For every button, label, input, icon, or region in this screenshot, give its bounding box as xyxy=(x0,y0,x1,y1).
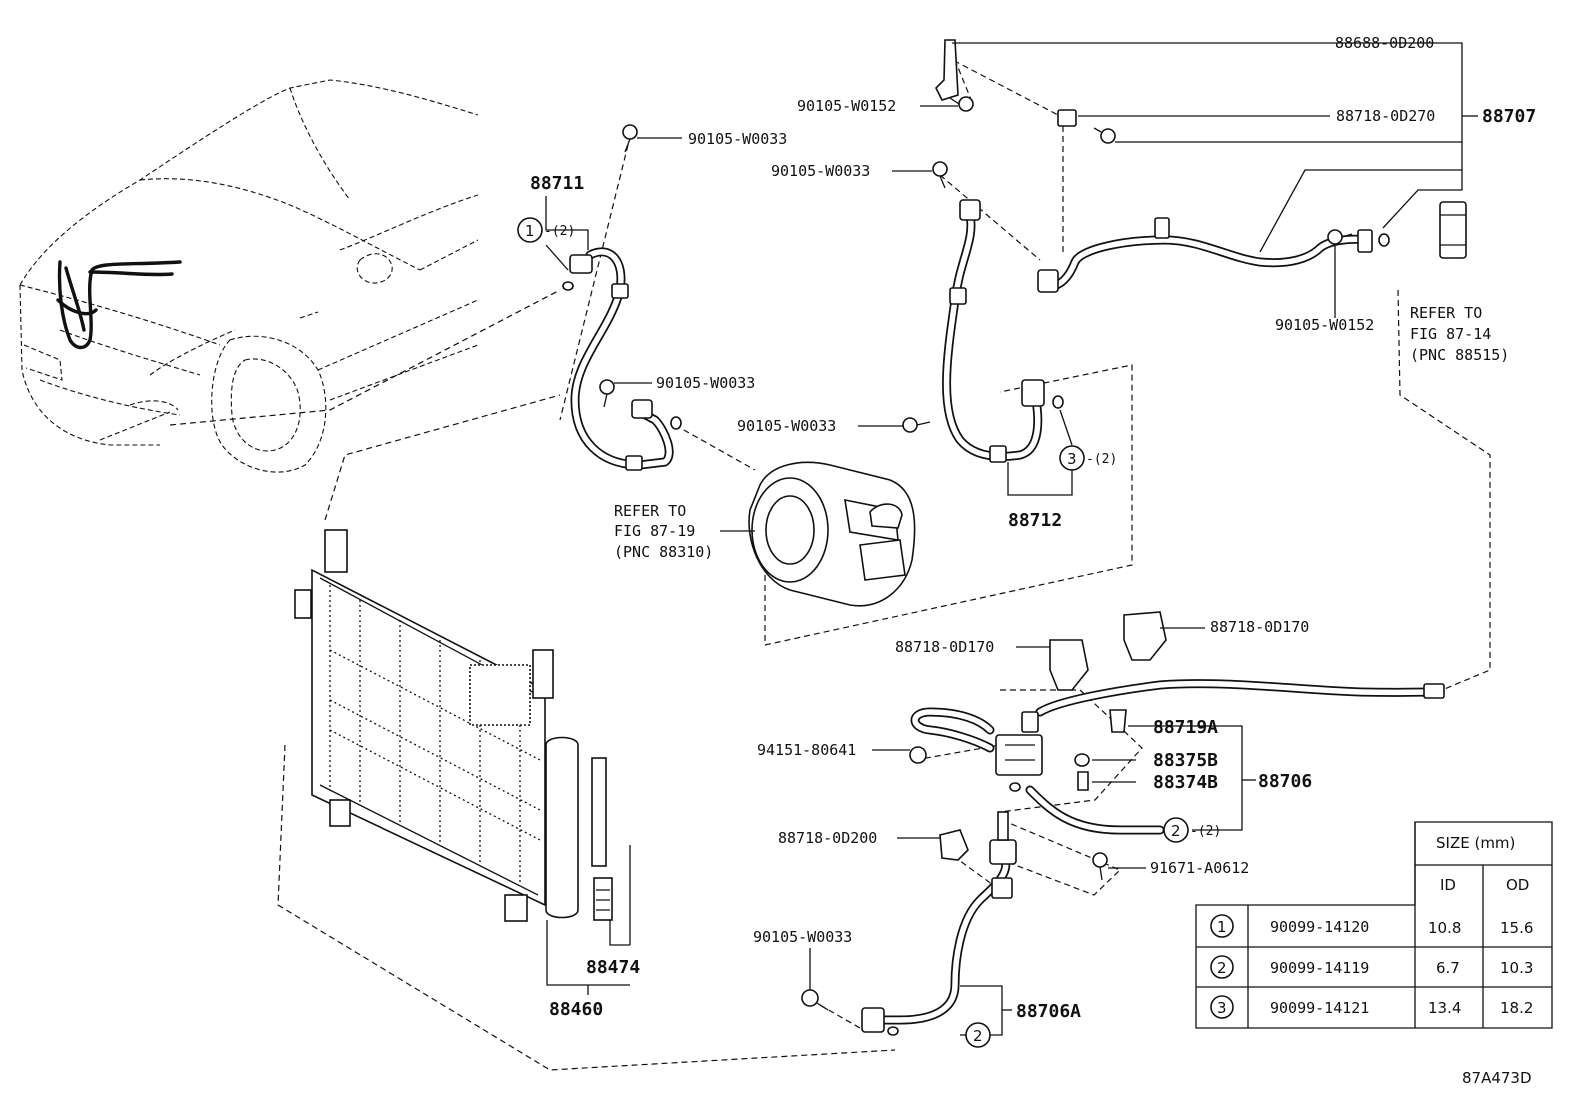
reference-notes: REFER TO FIG 87-19 (PNC 88310) REFER TO … xyxy=(614,304,1509,561)
label-91671-a0612: 91671-A0612 xyxy=(1150,859,1249,877)
size-row-3-id: 13.4 xyxy=(1428,999,1461,1017)
callout-2-a-qty: -(2) xyxy=(1190,824,1221,839)
size-row-3-part: 90099-14121 xyxy=(1270,999,1369,1017)
label-88706: 88706 xyxy=(1258,771,1312,792)
size-table-col-od: OD xyxy=(1506,876,1529,894)
label-88688-0d200: 88688-0D200 xyxy=(1335,34,1434,52)
callout-3-qty: -(2) xyxy=(1086,452,1117,467)
label-88711: 88711 xyxy=(530,173,584,194)
valve-ref-line-1: REFER TO xyxy=(1410,304,1482,322)
condenser-assembly xyxy=(294,529,631,995)
pipe-88712 xyxy=(942,199,1064,463)
callout-3: 3 xyxy=(1067,450,1077,468)
label-88460: 88460 xyxy=(549,999,603,1020)
callout-1: 1 xyxy=(525,222,535,240)
size-row-2-id: 6.7 xyxy=(1436,959,1460,977)
label-88719a: 88719A xyxy=(1153,717,1218,738)
o-ring-size-table: SIZE (mm) ID OD 1 90099-14120 10.8 15.6 … xyxy=(1195,821,1553,1029)
label-88718-0d270: 88718-0D270 xyxy=(1336,107,1435,125)
compressor xyxy=(748,461,916,607)
size-table-header: SIZE (mm) xyxy=(1436,834,1515,852)
label-88474: 88474 xyxy=(586,957,640,978)
valve-ref-line-3: (PNC 88515) xyxy=(1410,346,1509,364)
part-labels: 88688-0D200 88718-0D270 88707 90105-W015… xyxy=(530,34,1536,1087)
bolt-fasteners xyxy=(599,96,1353,1011)
label-90105-w0033-e: 90105-W0033 xyxy=(753,928,852,946)
callout-1-qty: -(2) xyxy=(544,224,575,239)
callout-2-b: 2 xyxy=(973,1027,983,1045)
size-row-1-ref: 1 xyxy=(1217,918,1227,936)
label-90105-w0152-top: 90105-W0152 xyxy=(797,97,896,115)
label-88374b: 88374B xyxy=(1153,772,1218,793)
compressor-ref-line-1: REFER TO xyxy=(614,502,686,520)
pipe-88711 xyxy=(562,247,682,471)
size-row-1-od: 15.6 xyxy=(1500,919,1533,937)
vehicle-illustration xyxy=(19,79,479,473)
size-row-1-part: 90099-14120 xyxy=(1270,918,1369,936)
compressor-ref-line-3: (PNC 88310) xyxy=(614,543,713,561)
callout-2-a: 2 xyxy=(1171,822,1181,840)
label-88707: 88707 xyxy=(1482,106,1536,127)
label-88706a: 88706A xyxy=(1016,1001,1081,1022)
label-90105-w0152-right: 90105-W0152 xyxy=(1275,316,1374,334)
pipe-88707 xyxy=(935,39,1467,293)
pipe-88706a xyxy=(861,811,1017,1036)
label-88712: 88712 xyxy=(1008,510,1062,531)
figure-code: 87A473D xyxy=(1462,1069,1532,1087)
label-88718-0d200: 88718-0D200 xyxy=(778,829,877,847)
label-88375b: 88375B xyxy=(1153,750,1218,771)
size-row-2-od: 10.3 xyxy=(1500,959,1533,977)
size-row-2-part: 90099-14119 xyxy=(1270,959,1369,977)
label-94151-80641: 94151-80641 xyxy=(757,741,856,759)
label-90105-w0033-d: 90105-W0033 xyxy=(737,417,836,435)
o-ring-callouts: 1 -(2) 3 -(2) 2 -(2) 2 xyxy=(517,217,1221,1048)
label-90105-w0033-a: 90105-W0033 xyxy=(688,130,787,148)
label-88718-0d170-b: 88718-0D170 xyxy=(1210,618,1309,636)
valve-ref-line-2: FIG 87-14 xyxy=(1410,325,1491,343)
pipe-88706 xyxy=(910,611,1445,835)
size-row-3-ref: 3 xyxy=(1217,999,1227,1017)
size-row-3-od: 18.2 xyxy=(1500,999,1533,1017)
label-88718-0d170-a: 88718-0D170 xyxy=(895,638,994,656)
assembly-boundaries xyxy=(169,55,1491,1071)
size-row-2-ref: 2 xyxy=(1217,959,1227,977)
compressor-ref-line-2: FIG 87-19 xyxy=(614,522,695,540)
leader-lines xyxy=(545,42,1478,1036)
size-table-col-id: ID xyxy=(1440,876,1456,894)
label-90105-w0033-c: 90105-W0033 xyxy=(656,374,755,392)
label-90105-w0033-b: 90105-W0033 xyxy=(771,162,870,180)
size-row-1-id: 10.8 xyxy=(1428,919,1461,937)
